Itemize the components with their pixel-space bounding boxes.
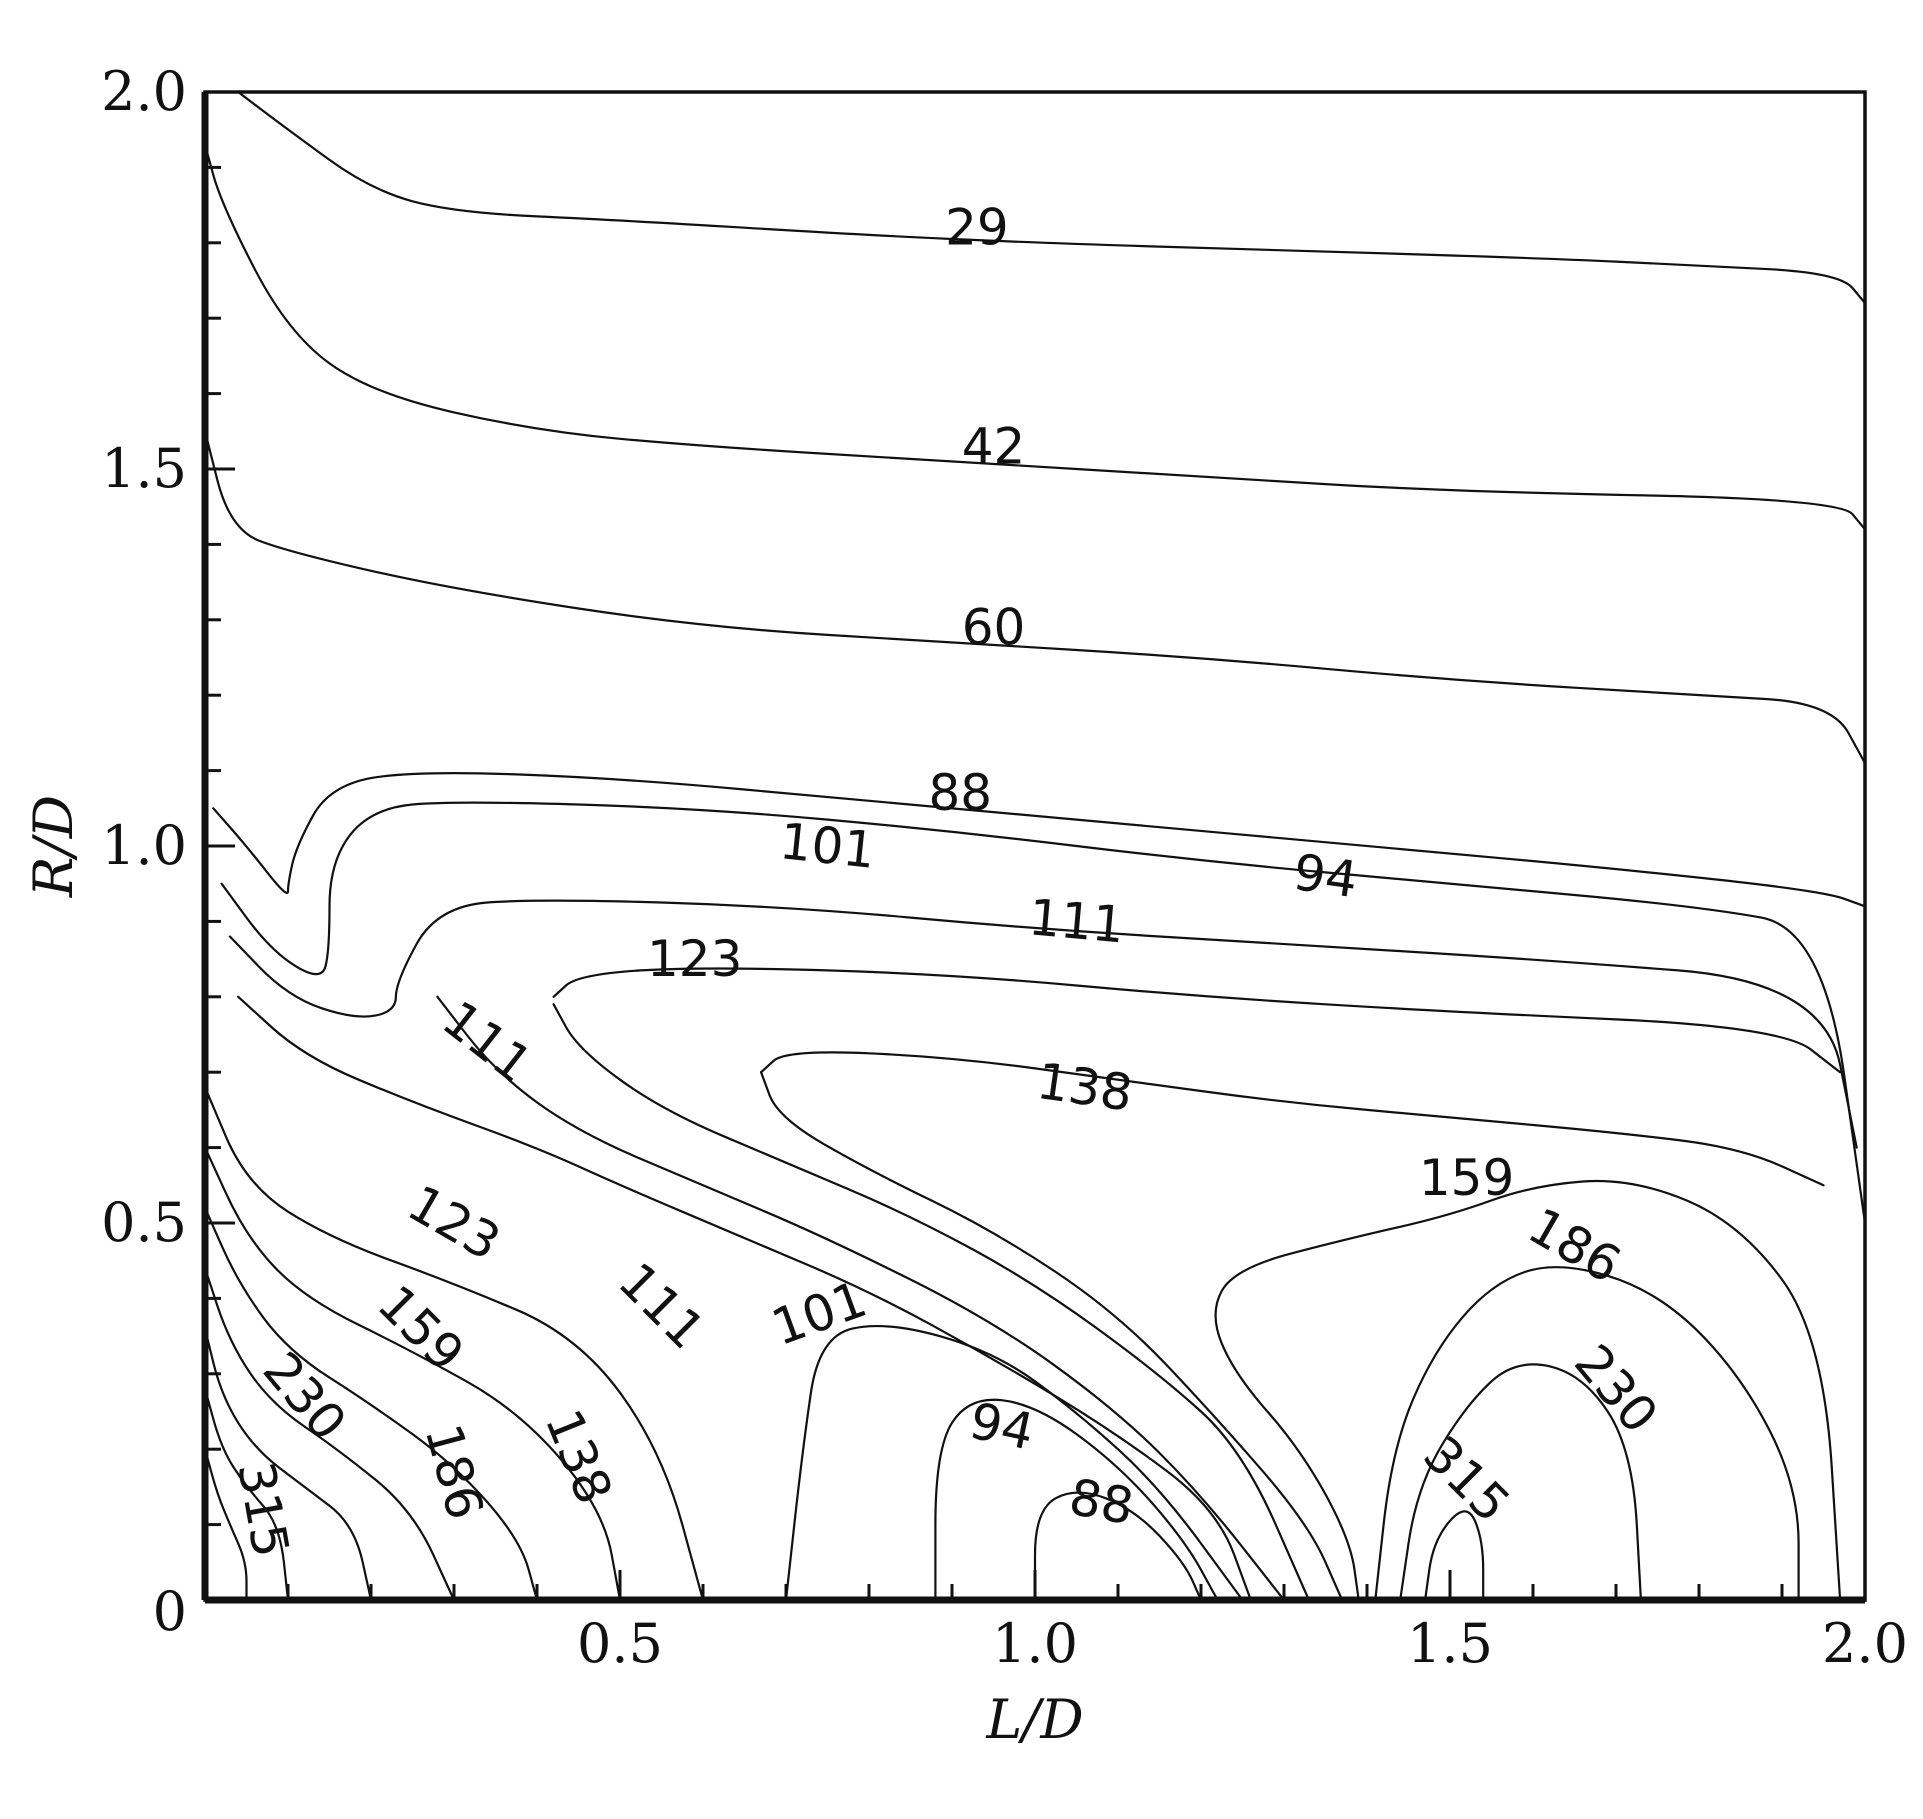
axis-ticks (205, 90, 1867, 1600)
contour-line (436, 995, 1286, 1602)
x-tick-label: 1.0 (992, 1612, 1078, 1675)
contour-label: 94 (965, 1392, 1039, 1462)
origin-tick-label: 0 (153, 1580, 187, 1643)
x-axis-label: L/D (985, 1688, 1083, 1751)
contour-line (203, 1387, 290, 1602)
contour-line (934, 1398, 1219, 1602)
contour-line (203, 1086, 705, 1602)
contour-label: 230 (252, 1341, 358, 1451)
contour-line (237, 90, 1867, 305)
y-axis-label: R/D (22, 795, 85, 898)
contour-label: 60 (962, 598, 1026, 656)
contour-label: 101 (764, 1270, 874, 1357)
contour-label: 138 (534, 1402, 624, 1512)
contour-label: 111 (607, 1252, 715, 1360)
contour-label: 159 (367, 1274, 475, 1382)
contour-label: 111 (1026, 888, 1126, 954)
contour-label: 88 (1065, 1468, 1138, 1536)
contour-label: 186 (414, 1418, 495, 1525)
contour-line (203, 430, 1867, 765)
contour-label: 186 (1519, 1197, 1631, 1295)
contour-label: 138 (1034, 1052, 1137, 1123)
contour-label: 315 (1412, 1425, 1520, 1533)
contour-line (220, 801, 1867, 1225)
contour-label: 315 (226, 1457, 300, 1561)
contour-label: 42 (962, 417, 1026, 475)
x-tick-label: 0.5 (577, 1612, 663, 1675)
contour-lines (203, 90, 1867, 1602)
contour-line (552, 1003, 1310, 1602)
contour-label: 88 (928, 764, 992, 822)
contour-label: 29 (945, 199, 1009, 257)
contour-line (760, 1051, 1825, 1187)
contour-line (760, 1071, 1344, 1602)
contour-line (552, 967, 1842, 1074)
x-tick-label: 2.0 (1822, 1612, 1908, 1675)
contour-label: 123 (647, 930, 742, 988)
contour-line (1214, 1179, 1842, 1602)
contour-line (228, 899, 1858, 1149)
contour-line (1374, 1266, 1800, 1602)
contour-label: 159 (1419, 1149, 1514, 1207)
contour-line (1033, 1491, 1203, 1602)
contour-line (203, 1327, 373, 1602)
contour-label: 123 (398, 1174, 510, 1272)
contour-line (237, 995, 1252, 1602)
contour-label: 230 (1563, 1334, 1669, 1444)
y-tick-label: 1.5 (101, 437, 187, 500)
x-tick-label: 1.5 (1407, 1612, 1493, 1675)
contour-line (203, 1267, 456, 1602)
contour-label: 94 (1290, 843, 1361, 909)
y-tick-label: 1.0 (101, 814, 187, 877)
contour-line (203, 1206, 539, 1602)
contour-line (212, 772, 1867, 908)
contour-line (1424, 1510, 1485, 1602)
contour-label: 101 (777, 812, 878, 880)
contour-line (203, 1146, 622, 1602)
contour-label: 111 (432, 990, 543, 1094)
contour-line (203, 143, 1867, 531)
y-tick-label: 0.5 (101, 1191, 187, 1254)
contour-line (1399, 1363, 1642, 1602)
contour-line (784, 1324, 1244, 1602)
tick-labels: 0.5 1.0 1.5 2.0 0.5 1.0 1.5 2.0 (101, 60, 1908, 1675)
y-tick-label: 2.0 (101, 60, 187, 123)
